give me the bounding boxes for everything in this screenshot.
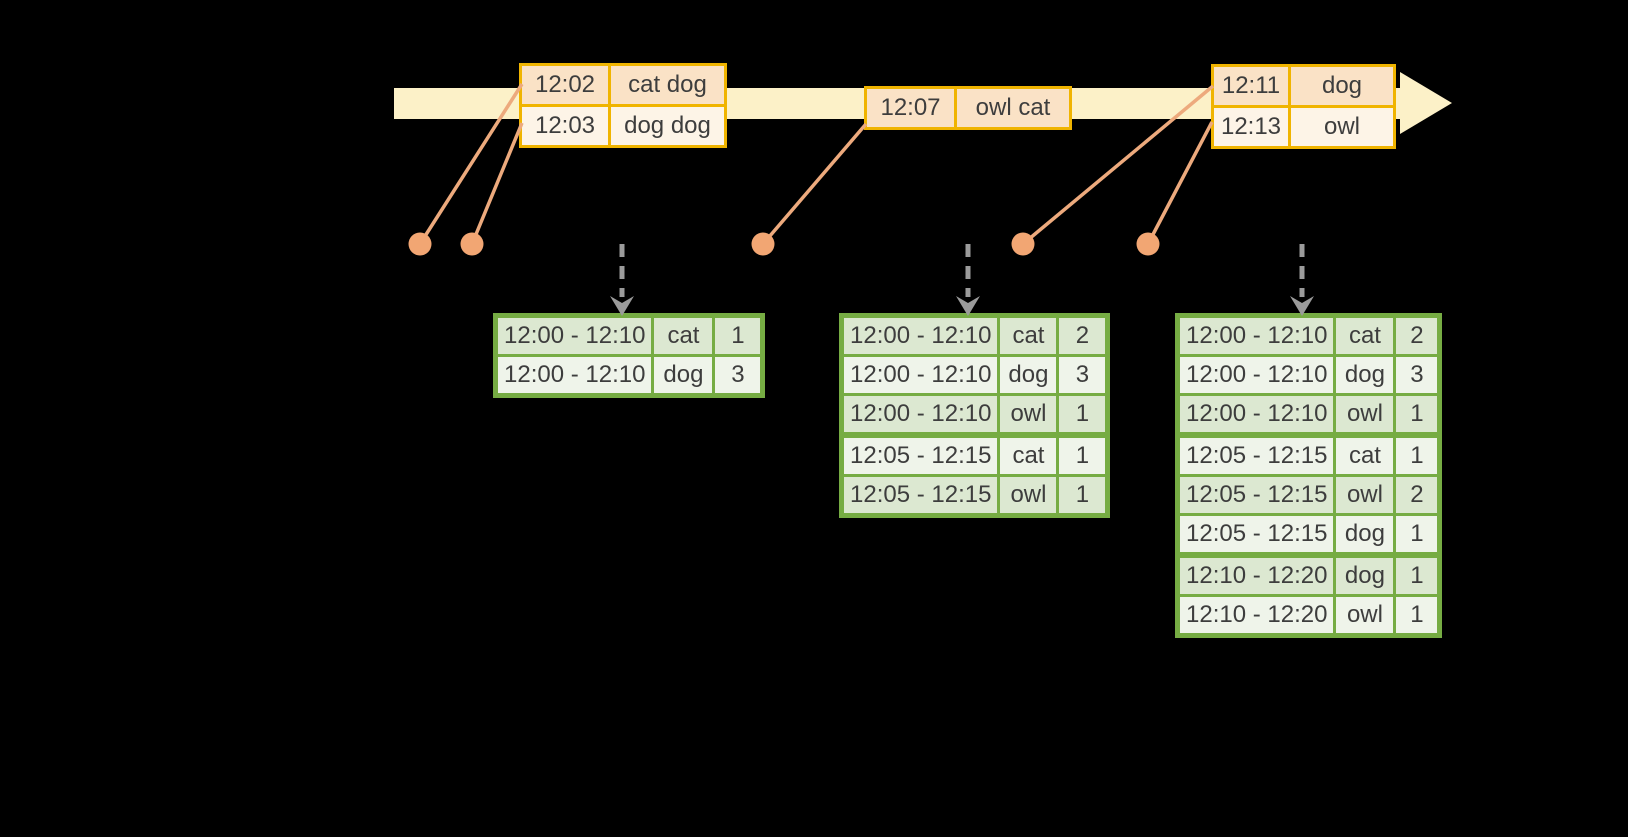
table-cell: 12:00 - 12:10 [493,314,655,357]
table-cell: dog [1333,354,1397,396]
table-cell: 12:00 - 12:10 [493,354,655,397]
table-cell: 1 [1393,513,1442,557]
table-cell: 12:05 - 12:15 [1175,474,1337,516]
table-cell: 12:13 [1211,105,1291,149]
table-cell: dog dog [608,104,727,148]
table-cell: 2 [1393,474,1442,516]
table-cell: dog [997,354,1060,396]
event-dot [408,232,432,256]
table-cell: 12:05 - 12:15 [1175,513,1337,557]
table-cell: 12:00 - 12:10 [839,314,1001,357]
table-cell: cat [997,432,1060,477]
table-cell: 12:02 [519,63,611,107]
table-cell: 1 [1393,432,1442,477]
table-cell: 1 [1056,432,1110,477]
table-cell: owl [1333,594,1397,637]
table-cell: dog [1333,552,1397,597]
connector-line [761,122,868,246]
table-cell: 3 [1056,354,1110,396]
table-cell: dog [1288,64,1396,108]
table-cell: 1 [1393,594,1442,637]
table-cell: 12:10 - 12:20 [1175,552,1337,597]
event-dot [751,232,775,256]
table-cell: 2 [1056,314,1110,357]
table-cell: cat [997,314,1060,357]
table-cell: cat [651,314,716,357]
table-cell: 1 [1056,393,1110,437]
table-cell: dog [1333,513,1397,557]
table-cell: 12:10 - 12:20 [1175,594,1337,637]
table-cell: cat [1333,314,1397,357]
table-cell: 12:00 - 12:10 [839,393,1001,437]
table-cell: owl [1333,393,1397,437]
table-cell: 12:11 [1211,64,1291,108]
table-cell: 12:00 - 12:10 [1175,314,1337,357]
table-cell: 12:00 - 12:10 [1175,354,1337,396]
table-cell: owl [1288,105,1396,149]
table-cell: owl [997,393,1060,437]
event-dot [1011,232,1035,256]
table-cell: 1 [1393,552,1442,597]
table-cell: dog [651,354,716,397]
event-dot [1136,232,1160,256]
table-cell: 1 [712,314,765,357]
table-cell: 12:03 [519,104,611,148]
table-cell: owl [1333,474,1397,516]
connector-line [470,122,524,245]
table-cell: 12:07 [864,86,957,130]
table-cell: 3 [712,354,765,397]
connector-line [1146,121,1214,245]
table-cell: 1 [1056,474,1110,517]
table-cell: 12:00 - 12:10 [1175,393,1337,437]
table-cell: 12:05 - 12:15 [839,432,1001,477]
table-cell: 12:00 - 12:10 [839,354,1001,396]
table-cell: owl cat [954,86,1072,130]
table-cell: 3 [1393,354,1442,396]
table-cell: owl [997,474,1060,517]
table-cell: cat [1333,432,1397,477]
timeline-arrowhead-icon [1400,72,1452,134]
table-cell: cat dog [608,63,727,107]
table-cell: 2 [1393,314,1442,357]
table-cell: 12:05 - 12:15 [1175,432,1337,477]
table-cell: 1 [1393,393,1442,437]
table-cell: 12:05 - 12:15 [839,474,1001,517]
event-dot [460,232,484,256]
